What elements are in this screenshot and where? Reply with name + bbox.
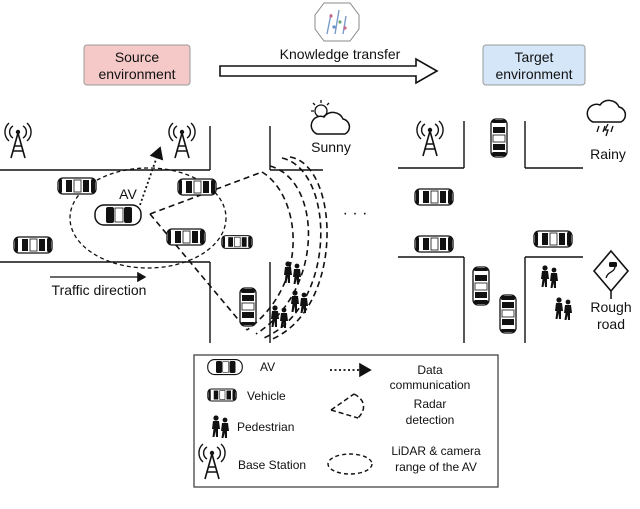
brain-icon — [314, 2, 360, 42]
vehicle-icon — [472, 266, 490, 306]
base-station-icon — [416, 120, 444, 157]
legend-box — [193, 354, 499, 488]
legend-radar-line2: detection — [405, 413, 455, 427]
rainy-label: Rainy — [590, 146, 626, 162]
rough-road-line2: road — [596, 316, 626, 332]
legend-lidar-line1: LiDAR & camera — [391, 444, 481, 458]
av-icon — [94, 204, 142, 226]
vehicle-icon — [490, 118, 508, 158]
data-communication-arrow — [139, 146, 164, 206]
source-label-line2: environment — [98, 66, 176, 82]
base-station-icon — [168, 122, 196, 159]
vehicle-icon — [57, 177, 97, 195]
target-road — [398, 121, 583, 343]
vehicle-icon — [499, 294, 517, 334]
legend-vehicle-label: Vehicle — [247, 389, 286, 403]
av-icon — [207, 358, 243, 376]
target-box-bg — [482, 44, 586, 86]
knowledge-transfer-label: Knowledge transfer — [279, 46, 401, 62]
rain-cloud-icon — [586, 99, 627, 137]
legend-av-label: AV — [260, 360, 276, 374]
rough-road-line1: Rough — [590, 299, 632, 315]
vehicle-icon — [13, 236, 53, 254]
vehicle-icon — [414, 235, 454, 253]
source-label-line1: Source — [114, 49, 160, 65]
vehicle-icon — [177, 178, 217, 196]
legend-lidar-line2: range of the AV — [395, 460, 477, 474]
ellipsis: · · · — [342, 205, 368, 222]
legend-base-station-label: Base Station — [238, 458, 307, 472]
pedestrian-icon — [291, 290, 308, 313]
legend-data-comm-line2: communication — [389, 378, 471, 392]
pedestrian-icon — [284, 261, 301, 284]
vehicle-icon — [239, 287, 257, 327]
source-road — [0, 126, 323, 343]
legend-data-comm-line1: Data — [417, 363, 443, 377]
legend-radar-icon — [330, 393, 365, 419]
radar-detection-arcs — [149, 156, 328, 341]
legend-lidar-ellipse — [327, 453, 373, 475]
vehicle-icon — [533, 230, 573, 248]
vehicle-icon — [414, 188, 454, 206]
legend-radar-line1: Radar — [413, 397, 447, 411]
pedestrian-icon — [541, 265, 558, 288]
car-icon — [207, 388, 237, 402]
pedestrian-icon — [271, 305, 288, 328]
traffic-direction-label: Traffic direction — [51, 282, 147, 298]
knowledge-transfer-arrow — [219, 57, 439, 85]
av-label: AV — [119, 186, 137, 202]
legend-pedestrian-label: Pedestrian — [237, 420, 295, 434]
vehicle-icon — [166, 228, 206, 246]
vehicle-icon — [221, 235, 253, 249]
source-box-bg — [83, 44, 191, 86]
target-label-line1: Target — [514, 49, 554, 65]
base-station-icon — [4, 122, 32, 159]
cloud-icon — [310, 100, 351, 135]
target-label-line2: environment — [495, 66, 573, 82]
pedestrian-icon — [555, 297, 572, 320]
sunny-label: Sunny — [311, 139, 351, 155]
lidar-range-ellipse — [69, 167, 227, 269]
rough-road-sign-icon — [592, 249, 630, 299]
